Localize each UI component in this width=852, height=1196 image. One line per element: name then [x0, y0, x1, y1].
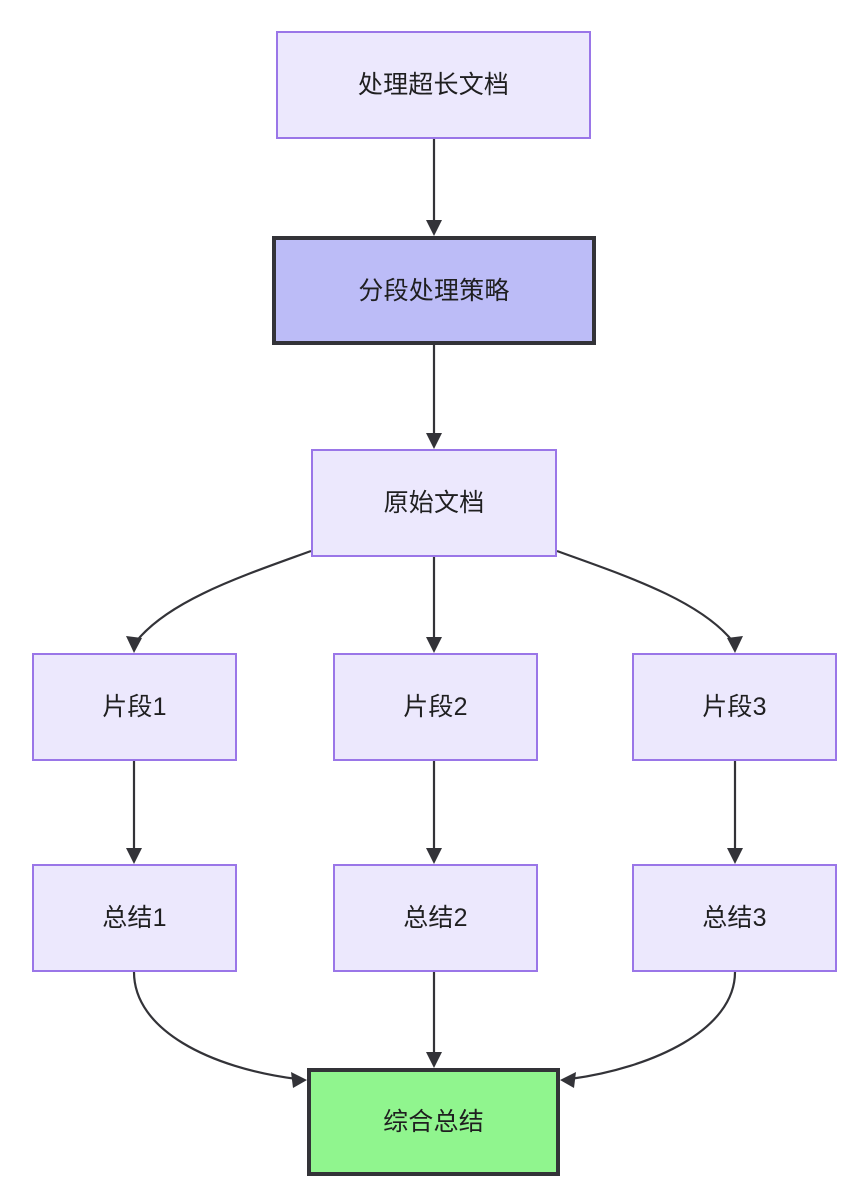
- node-summary-2[interactable]: 总结2: [333, 864, 538, 972]
- edge-chunk-2-to-summary-2: [426, 761, 442, 864]
- node-summary-3-label: 总结3: [702, 904, 767, 932]
- node-long-document[interactable]: 处理超长文档: [276, 31, 591, 139]
- node-chunk-2[interactable]: 片段2: [333, 653, 538, 761]
- node-summary-2-label: 总结2: [403, 904, 468, 932]
- node-chunk-1[interactable]: 片段1: [32, 653, 237, 761]
- edge-summary-1-to-final: [132, 971, 307, 1088]
- node-long-document-label: 处理超长文档: [357, 71, 510, 99]
- node-combined-summary-label: 综合总结: [383, 1108, 484, 1136]
- node-chunking-strategy-label: 分段处理策略: [358, 276, 510, 305]
- node-source-document-label: 原始文档: [383, 489, 485, 517]
- edge-summary-2-to-final: [426, 972, 442, 1068]
- edge-strategy-to-source-doc: [426, 345, 442, 449]
- node-chunk-1-label: 片段1: [102, 693, 167, 721]
- node-chunk-3[interactable]: 片段3: [632, 653, 837, 761]
- edge-chunk-1-to-summary-1: [126, 761, 142, 864]
- node-summary-3[interactable]: 总结3: [632, 864, 837, 972]
- node-summary-1[interactable]: 总结1: [32, 864, 237, 972]
- node-source-document[interactable]: 原始文档: [311, 449, 557, 557]
- node-chunking-strategy[interactable]: 分段处理策略: [272, 236, 596, 345]
- edge-source-doc-to-chunk-3: [556, 549, 743, 653]
- node-summary-1-label: 总结1: [102, 904, 167, 932]
- node-chunk-2-label: 片段2: [403, 693, 468, 721]
- edge-source-doc-to-chunk-1: [126, 549, 312, 653]
- edge-summary-3-to-final: [560, 971, 737, 1088]
- node-combined-summary[interactable]: 综合总结: [307, 1068, 560, 1176]
- edge-source-doc-to-chunk-2: [426, 557, 442, 653]
- edge-chunk-3-to-summary-3: [727, 761, 743, 864]
- edge-long-doc-to-strategy: [426, 139, 442, 236]
- node-chunk-3-label: 片段3: [702, 693, 767, 721]
